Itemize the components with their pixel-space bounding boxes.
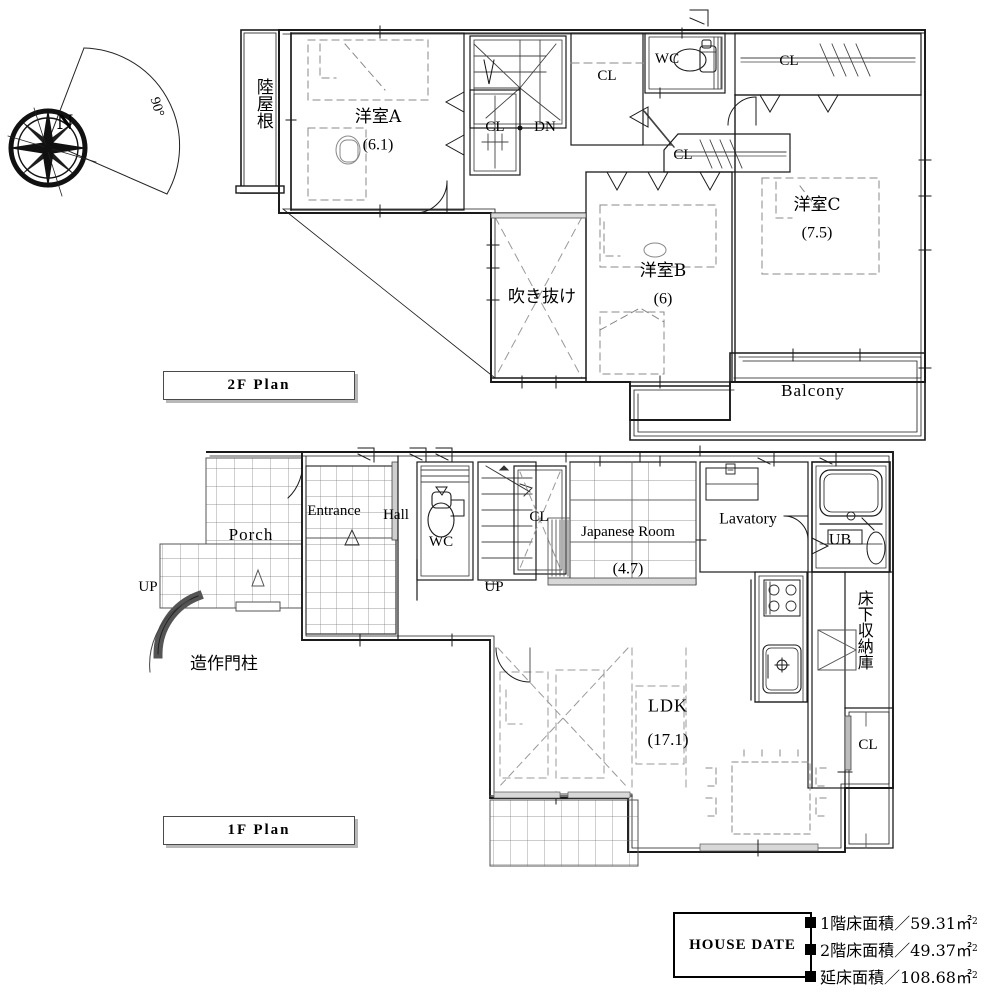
house-data-box: HOUSE DATE bbox=[673, 912, 812, 978]
label-1f-wc: WC bbox=[428, 534, 454, 551]
house-data-title: HOUSE DATE bbox=[689, 936, 796, 953]
label-2f-cl-hall: CL bbox=[597, 68, 617, 85]
label-balcony: Balcony bbox=[781, 381, 845, 401]
bullet-square-icon bbox=[805, 970, 816, 982]
label-2f-cl-stair: CL bbox=[485, 119, 505, 136]
plan-1f-title-plate: 1F Plan bbox=[163, 816, 355, 845]
label-room-a: 洋室A bbox=[354, 107, 402, 128]
label-room-b-area: (6) bbox=[653, 290, 673, 308]
label-up-stair: UP bbox=[484, 579, 504, 596]
plan-2f-title-plate: 2F Plan bbox=[163, 371, 355, 400]
label-2f-cl-mid: CL bbox=[673, 147, 693, 164]
house-data-total-area: 延床面積／108.68㎡ bbox=[820, 968, 972, 987]
label-ldk-area: (17.1) bbox=[647, 730, 689, 750]
label-porch: Porch bbox=[228, 525, 274, 545]
label-void: 吹き抜け bbox=[508, 287, 576, 308]
label-2f-dn: DN bbox=[534, 119, 556, 136]
house-data-1f-area: 1階床面積／59.31㎡ bbox=[820, 914, 972, 933]
label-2f-cl-top-right: CL bbox=[779, 53, 799, 70]
label-1f-cl-right: CL bbox=[858, 737, 878, 754]
label-room-a-area: (6.1) bbox=[362, 136, 394, 154]
label-1f-cl-stair: CL bbox=[529, 509, 549, 526]
plan-2f-geometry bbox=[235, 9, 932, 441]
label-hall: Hall bbox=[383, 507, 409, 524]
label-gate-post: 造作門柱 bbox=[190, 654, 258, 675]
label-ub: UB bbox=[828, 531, 852, 549]
label-room-c-area: (7.5) bbox=[801, 224, 833, 242]
label-japanese-room: Japanese Room bbox=[581, 524, 675, 541]
label-lavatory: Lavatory bbox=[719, 510, 777, 528]
plan-1f-geometry bbox=[149, 445, 894, 867]
bullet-square-icon bbox=[805, 943, 816, 955]
label-room-c: 洋室C bbox=[793, 195, 841, 216]
plan-1f-title: 1F Plan bbox=[227, 822, 291, 838]
sup-2-c: 2 bbox=[972, 971, 978, 981]
label-2f-wc: WC bbox=[654, 51, 680, 68]
compass-north-label: N bbox=[57, 109, 73, 134]
compass-rose bbox=[7, 47, 181, 197]
label-flat-roof: 陸屋根 bbox=[252, 78, 273, 129]
bullet-square-icon bbox=[805, 916, 816, 928]
sup-2-a: 2 bbox=[972, 917, 978, 927]
label-ldk: LDK bbox=[648, 695, 688, 716]
house-data-2f-area: 2階床面積／49.37㎡ bbox=[820, 941, 972, 960]
label-under-floor-storage: 床下収納庫 bbox=[854, 590, 874, 670]
label-up-porch: UP bbox=[138, 579, 158, 596]
label-room-b: 洋室B bbox=[639, 261, 687, 282]
label-japanese-room-area: (4.7) bbox=[612, 560, 644, 578]
plan-2f-title: 2F Plan bbox=[227, 377, 291, 393]
label-entrance: Entrance bbox=[307, 503, 361, 520]
sup-2-b: 2 bbox=[972, 944, 978, 954]
